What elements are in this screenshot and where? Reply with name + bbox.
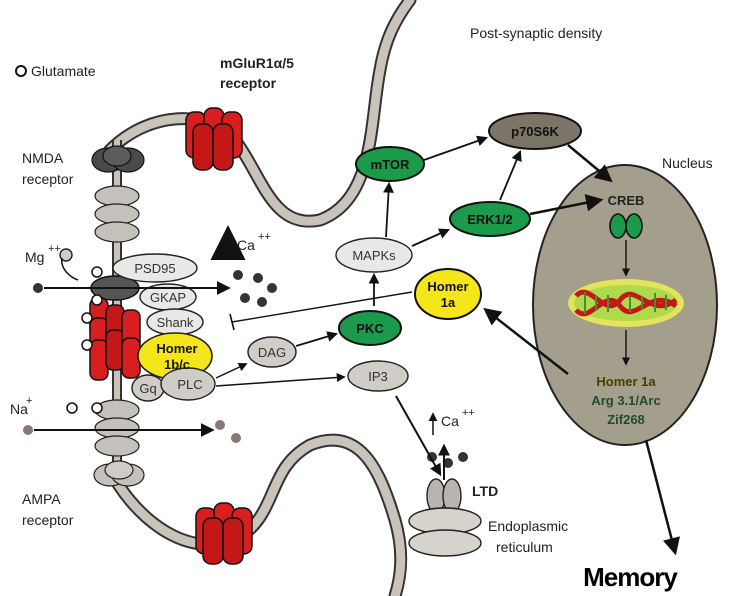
homer1bc-label-line2: 1b/c	[164, 357, 190, 372]
ca-ions-er	[427, 452, 468, 468]
ampa-label-line1: AMPA	[22, 491, 61, 507]
gene-zif268-label: Zif268	[607, 412, 645, 427]
psd95-label: PSD95	[134, 261, 175, 276]
ca-label-upper: Ca	[237, 237, 255, 253]
mglur-label-line1: mGluR1α/5	[220, 55, 294, 71]
ampa-receptor	[93, 399, 145, 487]
endoplasmic-reticulum	[408, 507, 482, 557]
glutamate-legend-label: Glutamate	[31, 63, 96, 79]
na-ion-left	[23, 425, 33, 435]
creb-label: CREB	[608, 193, 645, 208]
glutamate-molecules	[66, 266, 103, 414]
homer1bc-label-line1: Homer	[156, 341, 197, 356]
ip3-label: IP3	[368, 369, 388, 384]
gene-labels: Homer 1a Arg 3.1/Arc Zif268	[591, 374, 660, 427]
arrows	[34, 135, 680, 556]
ca-sup-er: ++	[462, 407, 475, 419]
nucleus-label: Nucleus	[662, 155, 713, 171]
gq-label: Gq	[139, 381, 156, 396]
node-p70s6k	[488, 112, 582, 150]
node-mtor	[355, 146, 425, 182]
homer1a-label-line2: 1a	[441, 295, 456, 310]
node-psd95	[112, 253, 198, 283]
glutamate-ion-left	[33, 283, 43, 293]
nmda-label-line1: NMDA	[22, 150, 64, 166]
ca-ions-upper	[233, 270, 277, 307]
nmda-receptor	[91, 145, 145, 173]
mglur-label-line2: receptor	[220, 75, 277, 91]
mg-label: Mg	[25, 249, 44, 265]
node-ip3	[347, 360, 409, 392]
pkc-label: PKC	[356, 321, 384, 336]
homer1a-label-line1: Homer	[427, 279, 468, 294]
creb-dimer	[609, 213, 643, 239]
mapks-label: MAPKs	[352, 248, 396, 263]
er-label-line2: reticulum	[496, 539, 553, 555]
nmda-label-line2: receptor	[22, 171, 74, 187]
na-sup: +	[26, 395, 32, 407]
er-label-line1: Endoplasmic	[488, 518, 568, 534]
na-ions-inside	[215, 420, 241, 443]
ltd-label: LTD	[472, 483, 498, 499]
mglur-receptor-left	[89, 297, 141, 381]
gene-arc-label: Arg 3.1/Arc	[591, 393, 660, 408]
labels-group: Glutamate mGluR1α/5 receptor Post-synapt…	[10, 25, 713, 592]
gene-homer1a-label: Homer 1a	[596, 374, 656, 389]
ca-sup-upper: ++	[258, 231, 271, 243]
node-erk	[449, 201, 531, 237]
mg-sup: ++	[48, 243, 61, 255]
ampa-label-line2: receptor	[22, 512, 74, 528]
mglur-receptor-top	[185, 107, 243, 171]
node-dag	[247, 336, 297, 368]
mglur-receptor-bottom	[195, 502, 253, 565]
plc-label: PLC	[177, 377, 202, 392]
dag-label: DAG	[258, 345, 286, 360]
membrane-protein-stack-upper	[94, 185, 140, 243]
na-label: Na	[10, 401, 28, 417]
mtor-label: mTOR	[371, 157, 410, 172]
node-homer1a	[414, 268, 482, 320]
mg-ion	[59, 248, 73, 262]
gkap-label: GKAP	[150, 290, 186, 305]
node-plc	[160, 367, 216, 401]
node-pkc	[338, 310, 402, 346]
shank-label: Shank	[157, 315, 194, 330]
memory-label: Memory	[583, 562, 678, 592]
node-labels: PSD95 GKAP Shank Homer 1b/c Gq PLC DAG P…	[134, 124, 644, 396]
ca-label-er: Ca	[441, 413, 459, 429]
p70s6k-label: p70S6K	[511, 124, 559, 139]
erk-label: ERK1/2	[467, 212, 513, 227]
node-mapks	[335, 237, 413, 273]
psd-label: Post-synaptic density	[470, 25, 602, 41]
dna-helix-icon	[568, 279, 684, 327]
glutamate-legend-icon	[15, 65, 27, 77]
